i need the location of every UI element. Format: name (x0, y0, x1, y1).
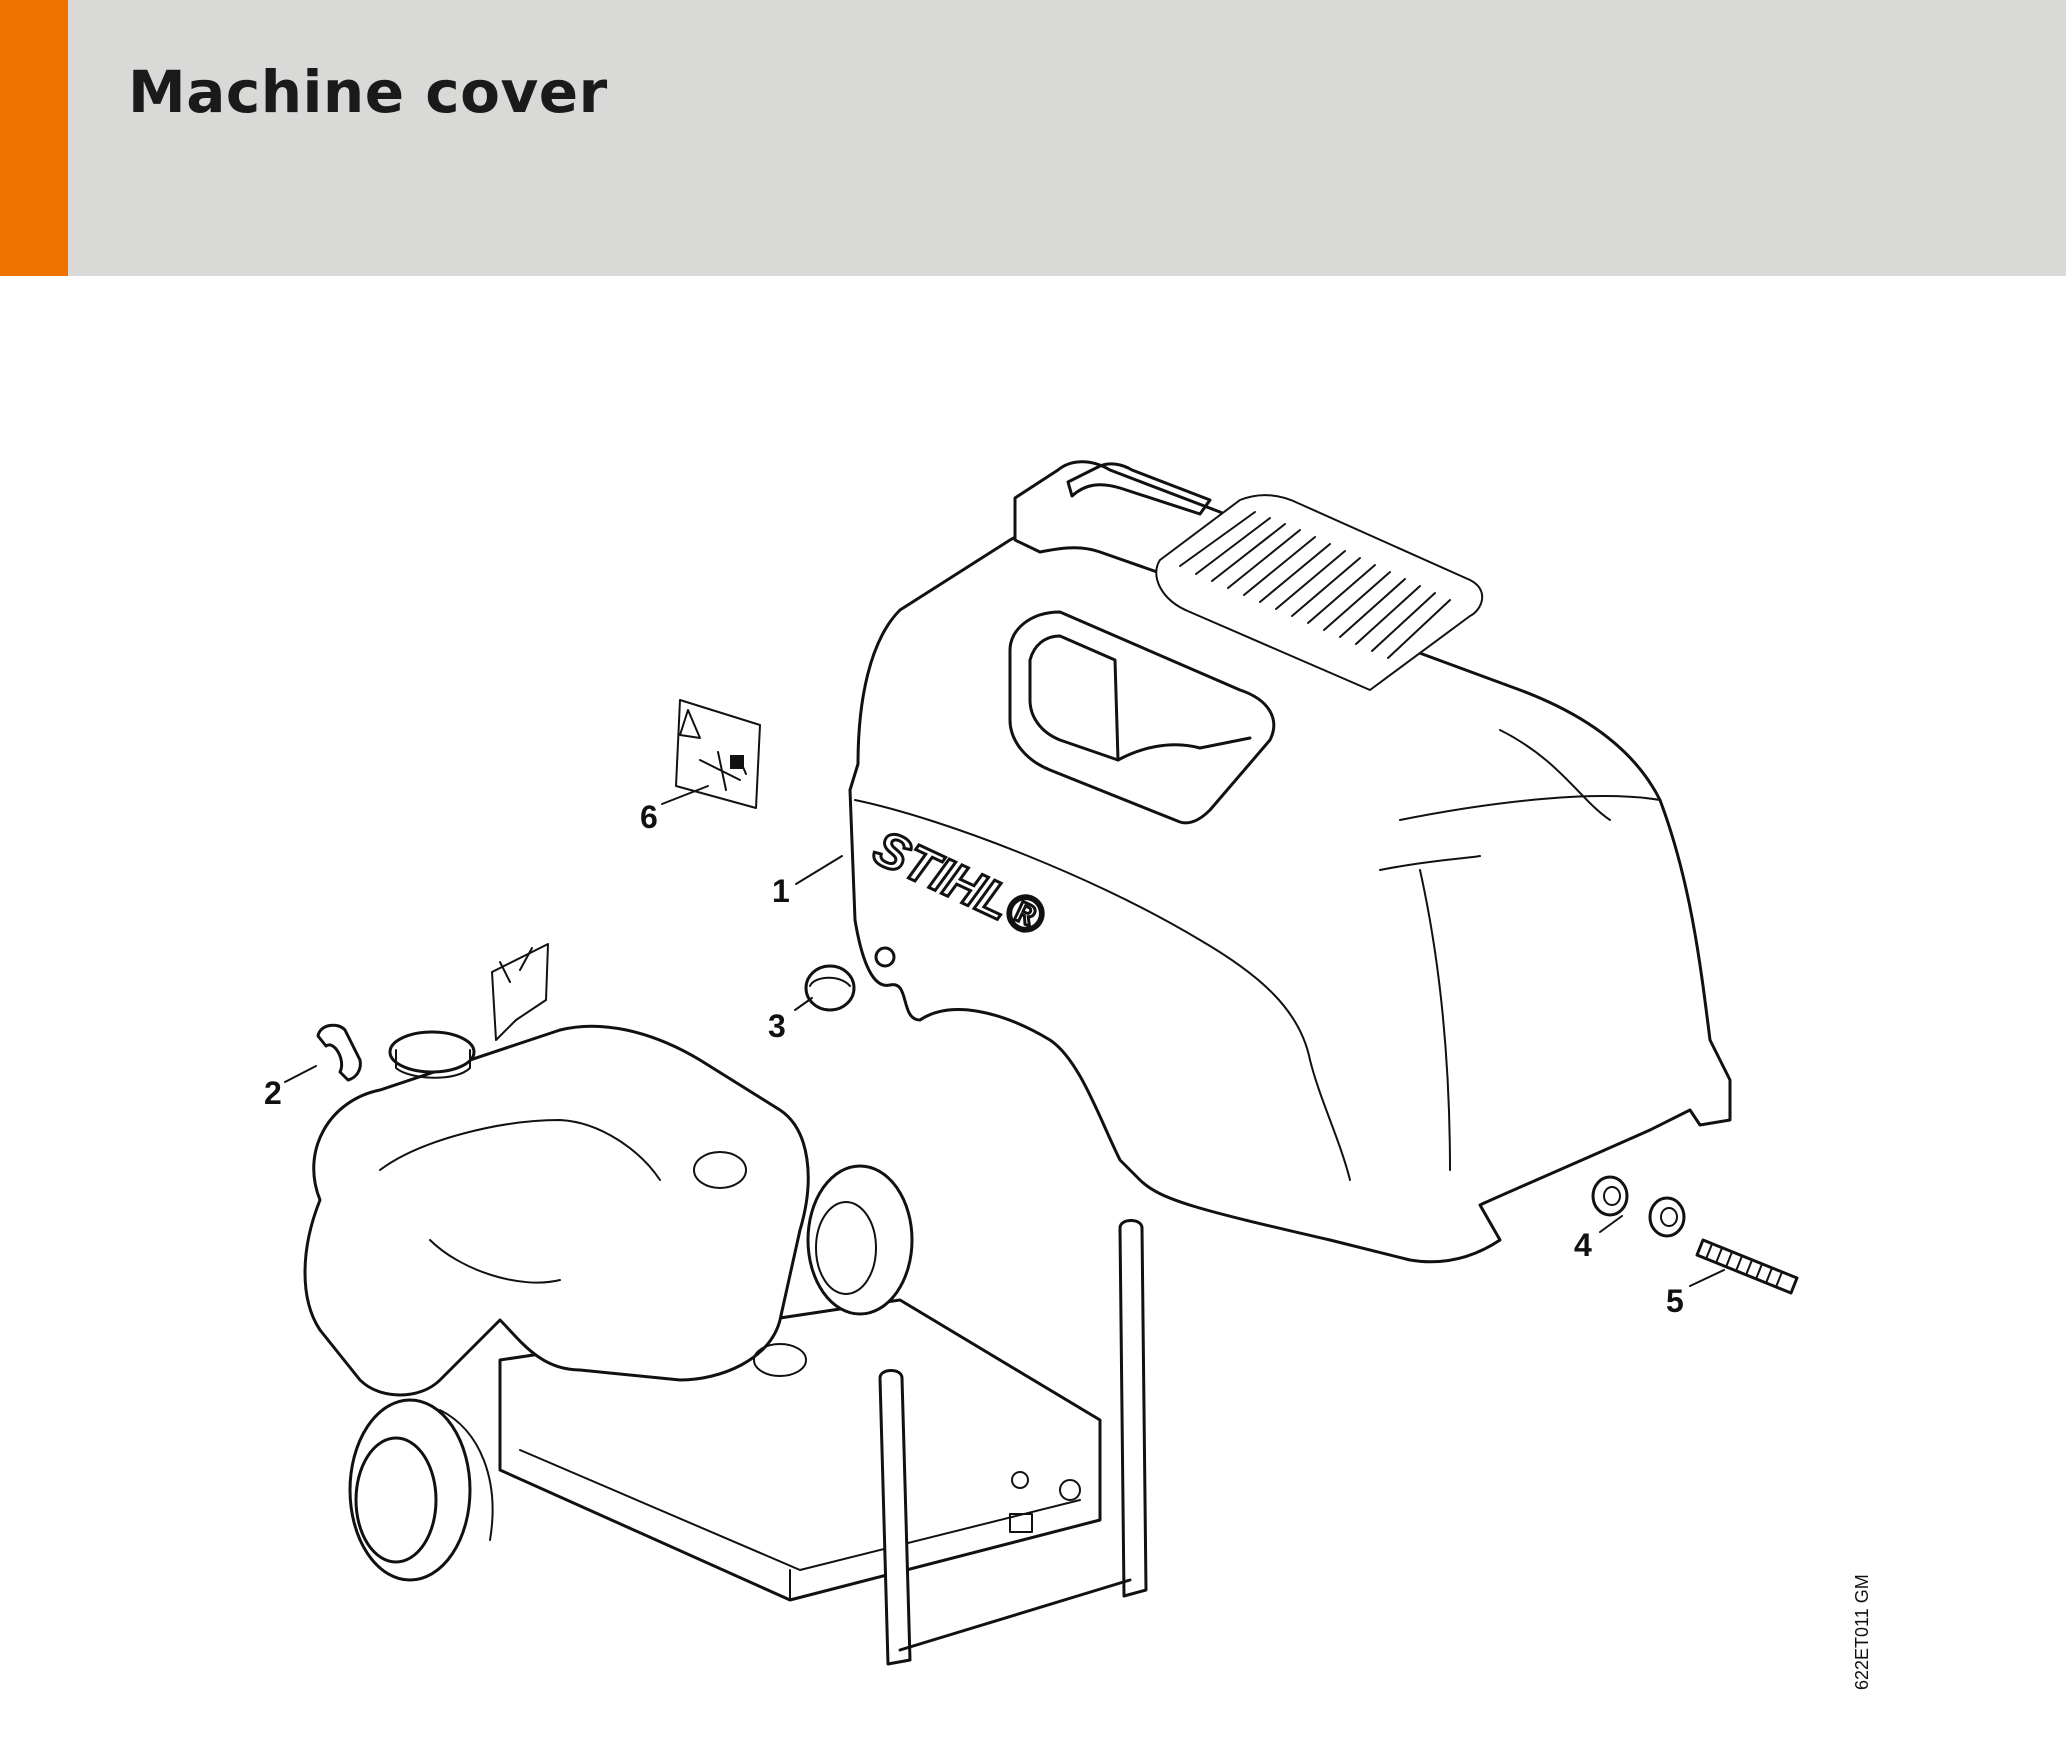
callout-3: 3 (768, 1008, 786, 1044)
header-band (0, 0, 2066, 276)
wheel-rear (806, 1164, 914, 1316)
clip (316, 1023, 362, 1082)
warning-label (675, 699, 761, 809)
page-title: Machine cover (128, 58, 608, 126)
callout-4: 4 (1574, 1227, 1592, 1263)
callout-2: 2 (264, 1075, 282, 1111)
callout-6: 6 (640, 799, 658, 835)
callout-1: 1 (772, 873, 790, 909)
drawing-code: 622ET011 GM (1852, 1574, 1872, 1690)
accent-bar (0, 0, 68, 276)
nut-pair (1591, 1175, 1686, 1238)
leader-lines (284, 785, 1725, 1287)
machine-cover (848, 460, 1732, 1264)
wheel-front (348, 1398, 494, 1582)
plug (804, 964, 856, 1012)
callout-5: 5 (1666, 1283, 1684, 1319)
threaded-rod (1695, 1238, 1799, 1295)
base-frame (303, 943, 1148, 1666)
